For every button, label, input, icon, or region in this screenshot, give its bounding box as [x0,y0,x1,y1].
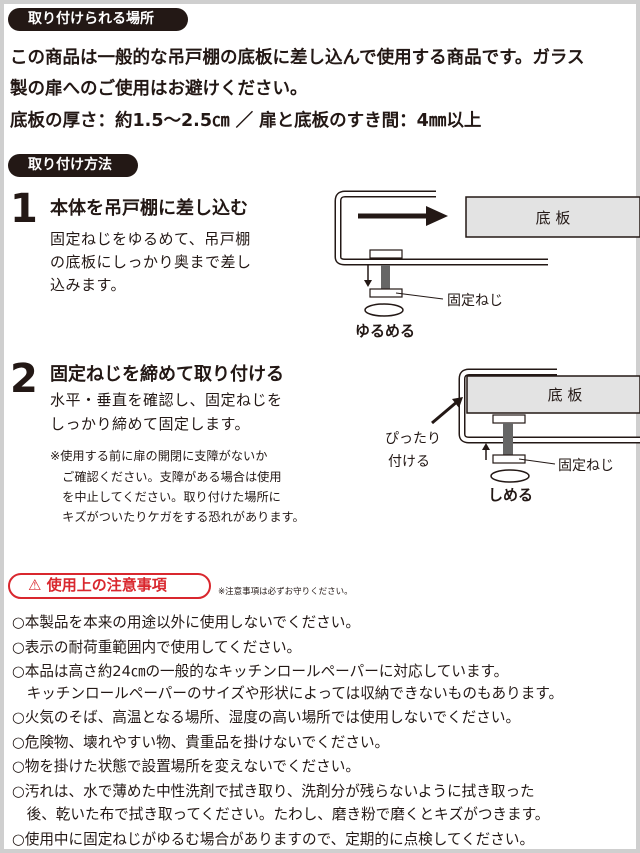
step-note-line3: を中止してください。取り付けた場所に [50,490,281,504]
step-note-line4: キズがついたりケガをする恐れがあります。 [50,510,305,524]
section-header-installation: 取り付け方法 [8,154,138,177]
diagram-tighten: 底 板 固定ねじ しめる ぴったり 付ける [385,368,640,504]
location-text-1: この商品は一般的な吊戸棚の底板に差し込んで使用する商品です。ガラス [10,48,585,68]
fit-label-2: 付ける [388,454,430,470]
screw-label: 固定ねじ [558,458,614,474]
tighten-label: しめる [488,486,533,504]
shelf-board [466,375,640,414]
step-number-2: 2 [10,356,38,402]
diagram-insert: 底 板 固定ねじ ゆるめる [334,190,640,340]
warning-triangle-icon: ⚠ [28,576,42,594]
caution-item: ○本製品を本来の用途以外に使用しないでください。 [12,614,360,631]
screw-pad [492,414,526,424]
caution-item: ○物を掛けた状態で設置場所を変えないでください。 [12,758,360,775]
step-title-1: 本体を吊戸棚に差し込む [50,198,248,219]
screw-shaft [381,265,390,289]
caution-item: ○表示の耐荷重範囲内で使用してください。 [12,639,302,656]
screw-head [369,288,403,298]
fit-arrow [431,399,459,425]
step-desc-1-line3: 込みます。 [50,276,127,294]
step-title-2: 固定ねじを締めて取り付ける [50,364,284,385]
caution-item: ○危険物、壊れやすい物、貴重品を掛けないでください。 [12,734,390,751]
caution-item: ○火気のそば、高温となる場所、湿度の高い場所では使用しないでください。 [12,709,521,726]
screw-shaft [503,423,513,455]
caution-notice: ※注意事項は必ずお守りください。 [218,587,353,597]
step-note-line1: ※使用する前に扉の開閉に支障がないか [50,449,268,463]
loosen-label: ゆるめる [355,322,415,340]
caution-item: 後、乾いた布で拭き取ってください。たわし、磨き粉で磨くとキズがつきます。 [12,806,550,823]
rotate-icon [490,469,530,483]
fit-label-1: ぴったり [385,431,441,447]
shelf-board [465,196,640,238]
step-desc-2-line1: 水平・垂直を確認し、固定ねじを [50,391,283,409]
step-number-1: 1 [10,186,38,232]
section-header-location: 取り付けられる場所 [8,8,188,31]
step-desc-1-line1: 固定ねじをゆるめて、吊戸棚 [50,230,251,248]
shelf-board-label: 底 板 [548,386,583,404]
screw-label: 固定ねじ [447,293,503,309]
location-spec: 底板の厚さ：約1.5〜2.5㎝ ／ 扉と底板のすき間：4㎜以上 [10,111,482,131]
location-text-2: 製の扉へのご使用はお避けください。 [10,79,308,99]
caution-item: ○汚れは、水で薄めた中性洗剤で拭き取り、洗剤分が残らないように拭き取った [12,783,535,800]
caution-item: ○使用中に固定ねじがゆるむ場合がありますので、定期的に点検してください。 [12,831,535,848]
caution-item: ○本品は高さ約24㎝の一般的なキッチンロールペーパーに対応しています。 [12,663,509,680]
step-note-line2: ご確認ください。支障がある場合は使用 [50,470,282,484]
screw-pad [369,249,403,259]
shelf-board-label: 底 板 [536,209,571,227]
step-desc-2-line2: しっかり締めて固定します。 [50,415,251,433]
caution-title: 使用上の注意事項 [46,576,167,594]
caution-header: ⚠ 使用上の注意事項 [8,573,211,599]
step-desc-1-line2: の底板にしっかり奥まで差し [50,253,252,271]
caution-item: キッチンロールペーパーのサイズや形状によっては収納できないものもあります。 [12,685,564,702]
rotate-icon [364,303,404,317]
screw-head [492,454,526,464]
